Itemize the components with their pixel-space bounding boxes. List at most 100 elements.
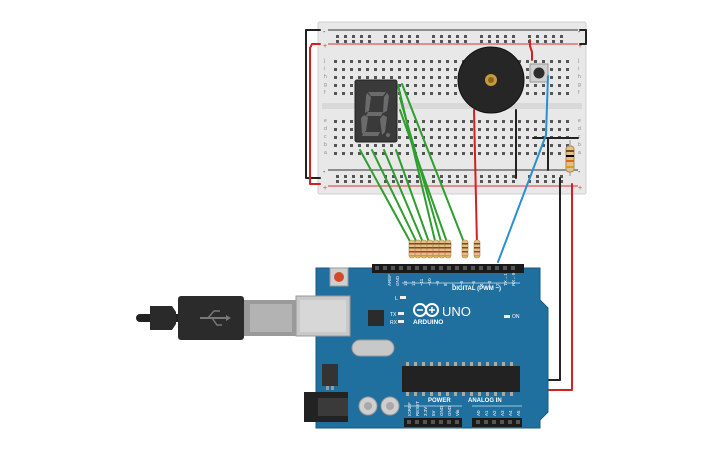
rail-hole: [392, 35, 395, 38]
header-pin[interactable]: [383, 266, 387, 270]
breadboard-hole: [454, 92, 457, 95]
resistor-band: [462, 243, 468, 245]
header-pin[interactable]: [415, 420, 419, 424]
breadboard-hole: [566, 68, 569, 71]
rail-hole: [480, 35, 483, 38]
header-pin[interactable]: [431, 266, 435, 270]
pin-label-digital: ~9: [435, 280, 440, 286]
breadboard-hole: [398, 152, 401, 155]
breadboard-hole: [470, 152, 473, 155]
breadboard-hole: [414, 92, 417, 95]
breadboard-hole: [478, 120, 481, 123]
pin-label-digital: 8: [443, 283, 448, 286]
arduino-uno[interactable]: DIGITAL (PWM ~) ANALOG IN POWER L TX RX …: [295, 264, 549, 429]
breadboard-hole: [422, 68, 425, 71]
header-pin[interactable]: [399, 266, 403, 270]
breadboard-hole: [414, 136, 417, 139]
breadboard-hole: [534, 84, 537, 87]
header-pin[interactable]: [407, 420, 411, 424]
header-pin[interactable]: [407, 266, 411, 270]
pin-label-digital: 4: [479, 283, 484, 286]
ic-pin: [422, 362, 425, 366]
breadboard-hole: [406, 76, 409, 79]
pin-label-gnd: GND: [395, 275, 400, 286]
breadboard-hole: [446, 68, 449, 71]
header-pin[interactable]: [487, 266, 491, 270]
header-pin[interactable]: [415, 266, 419, 270]
header-pin[interactable]: [423, 266, 427, 270]
breadboard-hole: [518, 144, 521, 147]
header-pin[interactable]: [511, 266, 515, 270]
breadboard-hole: [542, 84, 545, 87]
breadboard-hole: [446, 60, 449, 63]
breadboard-hole: [526, 128, 529, 131]
rail-hole: [432, 35, 435, 38]
rail-hole: [392, 40, 395, 43]
seven-segment-display[interactable]: 8.: [354, 77, 402, 143]
breadboard-hole: [334, 144, 337, 147]
breadboard-hole: [382, 60, 385, 63]
header-pin[interactable]: [447, 420, 451, 424]
rail-hole: [432, 40, 435, 43]
row-letter-f-right: f: [578, 90, 580, 96]
breadboard-hole: [438, 76, 441, 79]
rail-hole: [552, 180, 555, 183]
breadboard-hole: [478, 144, 481, 147]
header-pin[interactable]: [455, 420, 459, 424]
pulldown-resistor: [565, 140, 575, 176]
breadboard-hole: [510, 120, 513, 123]
rail-hole: [408, 40, 411, 43]
resistor-band: [421, 251, 427, 253]
rail-hole: [488, 35, 491, 38]
header-pin[interactable]: [479, 266, 483, 270]
header-pin[interactable]: [423, 420, 427, 424]
push-button[interactable]: [529, 63, 549, 83]
header-pin[interactable]: [463, 266, 467, 270]
breadboard-hole: [422, 128, 425, 131]
ic-pin: [454, 362, 457, 366]
header-pin[interactable]: [508, 420, 512, 424]
header-pin[interactable]: [471, 266, 475, 270]
rail-hole: [496, 40, 499, 43]
rail-hole: [560, 35, 563, 38]
l-label: L: [395, 296, 398, 302]
breadboard-hole: [430, 152, 433, 155]
resistor-band: [415, 247, 421, 249]
rail-hole: [360, 180, 363, 183]
header-pin[interactable]: [492, 420, 496, 424]
rail-hole: [352, 175, 355, 178]
row-letter-d: d: [324, 126, 327, 132]
on-label: ON: [512, 314, 520, 320]
header-pin[interactable]: [439, 420, 443, 424]
header-pin[interactable]: [516, 420, 520, 424]
header-pin[interactable]: [484, 420, 488, 424]
breadboard-hole: [542, 60, 545, 63]
header-pin[interactable]: [439, 266, 443, 270]
rail-hole: [456, 180, 459, 183]
row-letter-h: h: [324, 74, 327, 80]
resistor-band: [445, 255, 451, 257]
pin-label-digital: ~10: [427, 278, 432, 286]
breadboard-hole: [526, 136, 529, 139]
rail-hole: [416, 175, 419, 178]
pin-label-digital: TX→1: [503, 273, 508, 286]
resistor-band: [421, 255, 427, 257]
header-pin[interactable]: [455, 266, 459, 270]
breadboard-hole: [542, 120, 545, 123]
ic-pin: [494, 392, 497, 396]
header-pin[interactable]: [431, 420, 435, 424]
resistor-band: [433, 247, 439, 249]
header-pin[interactable]: [503, 266, 507, 270]
header-pin[interactable]: [375, 266, 379, 270]
header-pin[interactable]: [447, 266, 451, 270]
ic-pin: [406, 392, 409, 396]
rail-hole: [408, 35, 411, 38]
header-pin[interactable]: [495, 266, 499, 270]
piezo-buzzer[interactable]: [457, 46, 525, 114]
row-letter-b: b: [324, 142, 327, 148]
led-l: [400, 296, 406, 299]
header-pin[interactable]: [391, 266, 395, 270]
header-pin[interactable]: [476, 420, 480, 424]
header-pin[interactable]: [500, 420, 504, 424]
rail-hole: [440, 40, 443, 43]
